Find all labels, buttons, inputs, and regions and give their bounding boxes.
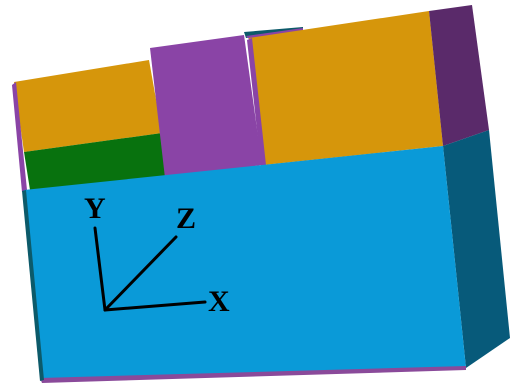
right-block-orange-face	[249, 11, 443, 165]
y-axis-label: Y	[84, 192, 106, 225]
left-block-purple-edge	[12, 82, 27, 192]
axis-triad: Y Z X	[84, 192, 230, 318]
z-axis-label: Z	[176, 202, 196, 235]
left-block-orange-face	[14, 60, 162, 152]
right-block-purple-edge	[247, 38, 266, 166]
z-axis-line	[103, 235, 178, 312]
right-block-side-face	[429, 5, 489, 146]
left-block-green-face	[24, 133, 167, 190]
main-block-front-face	[24, 146, 466, 380]
main-block-bottom-edge	[40, 366, 466, 383]
y-axis-line	[93, 226, 107, 312]
main-block-left-edge	[22, 190, 44, 381]
middle-block-purple-face	[150, 35, 262, 178]
main-block-side-face	[443, 130, 510, 368]
x-axis-label: X	[208, 285, 230, 318]
x-axis-line	[103, 300, 207, 312]
